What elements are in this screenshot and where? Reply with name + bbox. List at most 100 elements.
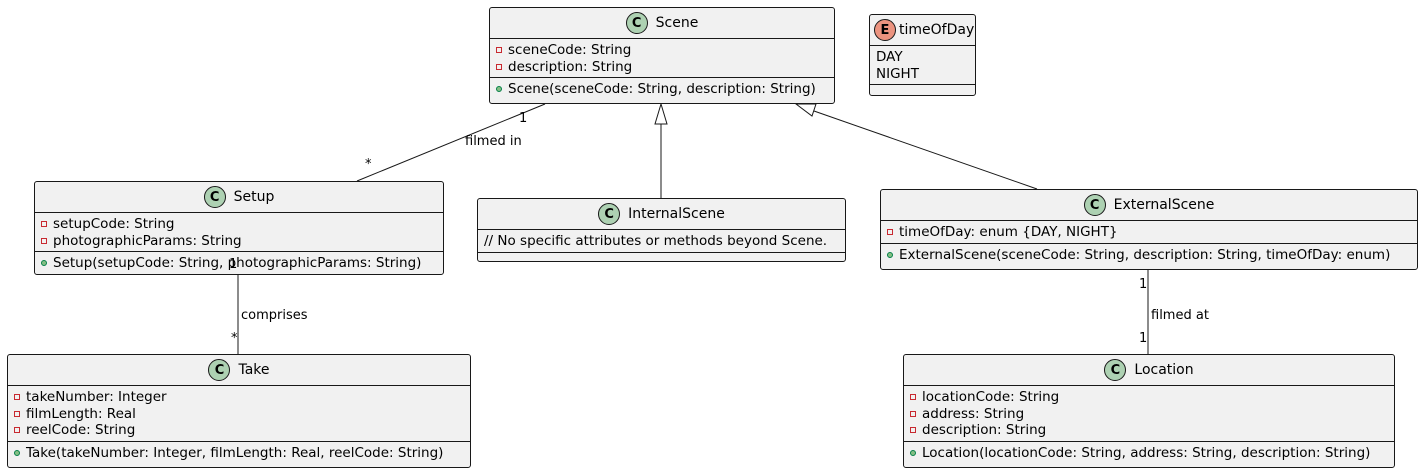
- generalization-externalscene-scene: [813, 110, 1038, 190]
- class-scene[interactable]: C Scene sceneCode: String description: S…: [489, 7, 835, 104]
- class-name: Setup: [233, 189, 275, 205]
- public-visibility-icon: [887, 251, 893, 258]
- class-name: Take: [238, 362, 270, 378]
- association-scene-setup: [356, 103, 546, 182]
- public-visibility-icon: [14, 449, 20, 456]
- method-row: Take(takeNumber: Integer, filmLength: Re…: [14, 445, 470, 462]
- attribute-text: address: String: [922, 405, 1025, 422]
- class-header: C Location: [904, 355, 1394, 386]
- public-visibility-icon: [41, 260, 47, 267]
- private-visibility-icon: [910, 410, 916, 417]
- attribute-row: filmLength: Real: [14, 406, 470, 423]
- attribute-row: reelCode: String: [14, 422, 470, 439]
- attribute-row: takeNumber: Integer: [14, 389, 470, 406]
- enum-empty-section: [870, 85, 975, 95]
- method-text: Setup(setupCode: String, photographicPar…: [53, 255, 422, 272]
- private-visibility-icon: [887, 229, 893, 236]
- enum-header: E timeOfDay: [870, 15, 975, 46]
- attribute-row: photographicParams: String: [41, 233, 443, 250]
- attributes-section: locationCode: String address: String des…: [904, 386, 1394, 442]
- private-visibility-icon: [496, 47, 502, 54]
- attribute-row: description: String: [910, 422, 1394, 439]
- class-icon: C: [203, 186, 226, 208]
- class-icon: C: [208, 359, 231, 381]
- enum-name: timeOfDay: [899, 22, 975, 38]
- attribute-row: sceneCode: String: [496, 42, 834, 59]
- attribute-text: locationCode: String: [922, 389, 1060, 406]
- class-icon: C: [625, 12, 648, 34]
- enum-value: NIGHT: [876, 65, 919, 82]
- multiplicity-scene-one: 1: [519, 111, 528, 126]
- attribute-text: takeNumber: Integer: [26, 389, 167, 406]
- multiplicity-location-one: 1: [1139, 331, 1148, 346]
- relation-label-comprises: comprises: [241, 308, 308, 323]
- class-name: Location: [1134, 362, 1194, 378]
- class-internalscene[interactable]: C InternalScene // No specific attribute…: [477, 198, 846, 262]
- attribute-text: timeOfDay: enum {DAY, NIGHT}: [899, 224, 1118, 241]
- class-header: C ExternalScene: [881, 190, 1417, 221]
- private-visibility-icon: [14, 427, 20, 434]
- inheritance-arrow-internalscene: [654, 102, 668, 125]
- enum-value: DAY: [876, 49, 903, 66]
- class-header: C Take: [8, 355, 470, 386]
- attribute-row: locationCode: String: [910, 389, 1394, 406]
- methods-section: Scene(sceneCode: String, description: St…: [490, 78, 834, 100]
- private-visibility-icon: [910, 427, 916, 434]
- class-take[interactable]: C Take takeNumber: Integer filmLength: R…: [7, 354, 471, 468]
- attributes-section: setupCode: String photographicParams: St…: [35, 213, 443, 252]
- attribute-text: filmLength: Real: [26, 405, 136, 422]
- method-text: Scene(sceneCode: String, description: St…: [508, 81, 816, 98]
- attribute-text: description: String: [508, 58, 633, 75]
- class-name: ExternalScene: [1113, 197, 1215, 213]
- attribute-row: address: String: [910, 406, 1394, 423]
- method-row: Setup(setupCode: String, photographicPar…: [41, 255, 443, 272]
- note-section: // No specific attributes or methods bey…: [478, 230, 845, 253]
- attribute-text: photographicParams: String: [53, 232, 242, 249]
- relation-label-filmed-in: filmed in: [465, 134, 522, 149]
- class-externalscene[interactable]: C ExternalScene timeOfDay: enum {DAY, NI…: [880, 189, 1418, 270]
- class-header: C Scene: [490, 8, 834, 39]
- class-name: InternalScene: [628, 206, 725, 222]
- attribute-row: setupCode: String: [41, 216, 443, 233]
- attribute-text: sceneCode: String: [508, 42, 632, 59]
- class-setup[interactable]: C Setup setupCode: String photographicPa…: [34, 181, 444, 275]
- class-header: C InternalScene: [478, 199, 845, 230]
- class-location[interactable]: C Location locationCode: String address:…: [903, 354, 1395, 468]
- enum-icon: E: [874, 19, 896, 41]
- private-visibility-icon: [41, 221, 47, 228]
- relation-label-filmed-at: filmed at: [1151, 308, 1209, 323]
- class-icon: C: [1104, 359, 1127, 381]
- enum-timeofday[interactable]: E timeOfDay DAY NIGHT: [869, 14, 976, 96]
- class-header: C Setup: [35, 182, 443, 213]
- methods-section: Take(takeNumber: Integer, filmLength: Re…: [8, 442, 470, 464]
- class-icon: C: [598, 203, 621, 225]
- attribute-row: timeOfDay: enum {DAY, NIGHT}: [887, 224, 1417, 241]
- public-visibility-icon: [910, 449, 916, 456]
- multiplicity-setup-one: 1: [229, 257, 238, 272]
- methods-section: ExternalScene(sceneCode: String, descrip…: [881, 244, 1417, 266]
- attribute-row: description: String: [496, 59, 834, 76]
- method-row: Location(locationCode: String, address: …: [910, 445, 1394, 462]
- private-visibility-icon: [496, 63, 502, 70]
- multiplicity-take-many: *: [231, 331, 238, 346]
- method-text: Location(locationCode: String, address: …: [922, 444, 1371, 461]
- private-visibility-icon: [41, 237, 47, 244]
- attributes-section: sceneCode: String description: String: [490, 39, 834, 78]
- method-row: Scene(sceneCode: String, description: St…: [496, 81, 834, 98]
- enum-values-section: DAY NIGHT: [870, 46, 975, 85]
- attributes-section: takeNumber: Integer filmLength: Real ree…: [8, 386, 470, 442]
- method-text: Take(takeNumber: Integer, filmLength: Re…: [26, 444, 444, 461]
- class-name: Scene: [655, 15, 699, 31]
- private-visibility-icon: [14, 410, 20, 417]
- class-icon: C: [1083, 194, 1106, 216]
- inheritance-arrow-externalscene: [794, 103, 817, 117]
- attribute-text: reelCode: String: [26, 422, 136, 439]
- method-row: ExternalScene(sceneCode: String, descrip…: [887, 247, 1417, 264]
- method-text: ExternalScene(sceneCode: String, descrip…: [899, 246, 1391, 263]
- multiplicity-externalscene-one: 1: [1139, 277, 1148, 292]
- attribute-text: setupCode: String: [53, 216, 175, 233]
- methods-section: Location(locationCode: String, address: …: [904, 442, 1394, 464]
- empty-section: [478, 253, 845, 263]
- attributes-section: timeOfDay: enum {DAY, NIGHT}: [881, 221, 1417, 244]
- public-visibility-icon: [496, 86, 502, 93]
